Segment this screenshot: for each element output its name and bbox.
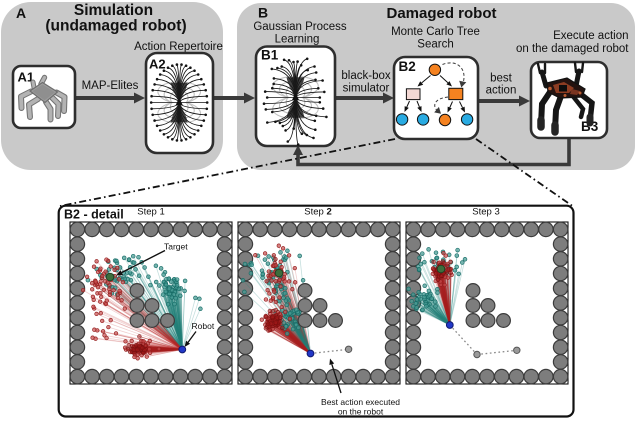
svg-text:on the robot: on the robot [338, 407, 384, 417]
svg-text:Search: Search [417, 39, 453, 51]
svg-text:Gaussian Process: Gaussian Process [253, 21, 347, 33]
svg-text:Monte Carlo Tree: Monte Carlo Tree [391, 26, 480, 38]
svg-text:Step 1: Step 1 [137, 207, 164, 218]
svg-text:Simulation: Simulation [74, 2, 153, 19]
svg-text:B2 - detail: B2 - detail [64, 208, 124, 222]
svg-text:Best action executed: Best action executed [321, 397, 400, 407]
svg-text:(undamaged robot): (undamaged robot) [45, 18, 186, 35]
svg-text:simulator: simulator [343, 83, 390, 95]
svg-text:A: A [16, 5, 26, 21]
svg-text:Execute action: Execute action [553, 30, 628, 42]
svg-text:B2: B2 [399, 59, 416, 74]
svg-text:black-box: black-box [341, 70, 390, 82]
svg-text:Step 3: Step 3 [472, 207, 499, 218]
svg-text:Target: Target [164, 242, 188, 252]
svg-text:Robot: Robot [192, 321, 215, 331]
svg-text:Action Repertoire: Action Repertoire [134, 41, 223, 53]
svg-text:on the damaged robot: on the damaged robot [516, 43, 629, 55]
svg-text:B1: B1 [261, 48, 279, 63]
svg-text:Learning: Learning [275, 34, 320, 46]
svg-text:best: best [490, 73, 513, 85]
svg-text:A2: A2 [149, 57, 166, 72]
svg-text:action: action [486, 85, 517, 97]
svg-text:Damaged robot: Damaged robot [386, 5, 496, 22]
svg-text:B: B [258, 5, 268, 21]
svg-text:MAP-Elites: MAP-Elites [82, 80, 139, 92]
svg-text:Step 2: Step 2 [304, 207, 331, 218]
